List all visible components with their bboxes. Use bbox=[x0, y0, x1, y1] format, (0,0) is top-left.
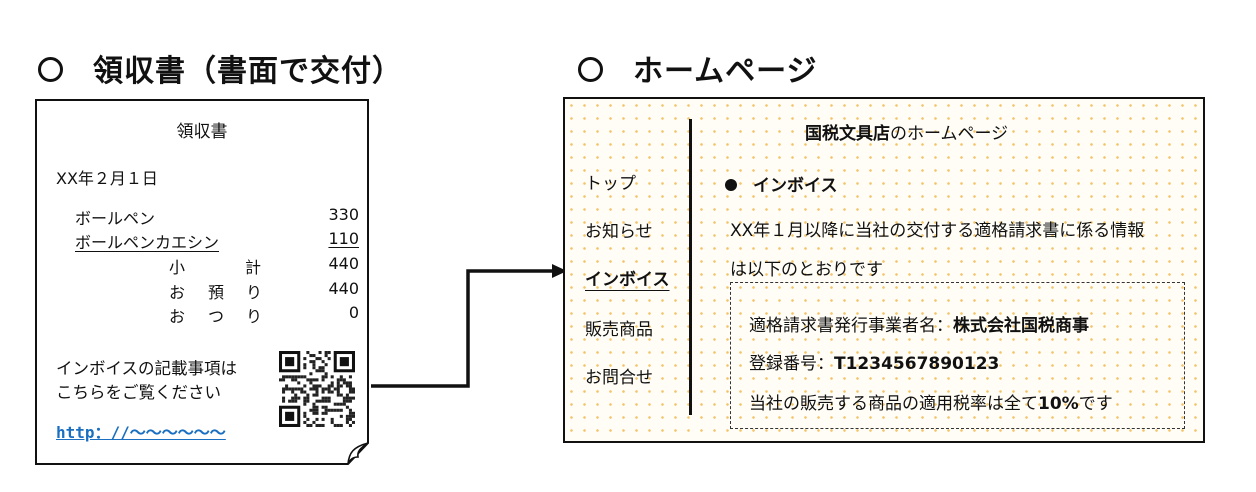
subtotal-char: 計 bbox=[245, 258, 262, 277]
receipt-paper: 領収書 XX年２月１日 ボールペン 330 ボールペンカエシン 110 小 計 … bbox=[35, 99, 369, 465]
change-char: つ bbox=[208, 307, 225, 326]
receipt-change-value: 0 bbox=[348, 303, 359, 322]
receipt-heading-text: 領収書（書面で交付） bbox=[93, 54, 403, 89]
qr-code-icon bbox=[279, 351, 355, 427]
nav-divider bbox=[689, 119, 692, 415]
shop-name: 国税文具店 bbox=[805, 124, 890, 144]
homepage-title: 国税文具店のホームページ bbox=[805, 119, 1008, 144]
receipt-item-value: 110 bbox=[328, 229, 359, 248]
tax-rate-prefix: 当社の販売する商品の適用税率は全て bbox=[749, 394, 1038, 414]
issuer-label: 適格請求書発行事業者名： bbox=[749, 316, 953, 336]
issuer-name: 株式会社国税商事 bbox=[953, 316, 1089, 336]
receipt-deposit-value: 440 bbox=[328, 279, 359, 298]
homepage-heading-text: ホームページ bbox=[633, 54, 818, 89]
nav-item-top[interactable]: トップ bbox=[585, 174, 636, 194]
body-line: XX年１月以降に当社の交付する適格請求書に係る情報 bbox=[730, 221, 1145, 241]
change-char: お bbox=[169, 307, 186, 326]
homepage-panel: 国税文具店のホームページ トップ お知らせ インボイス 販売商品 お問合せ イン… bbox=[563, 97, 1205, 443]
registration-label: 登録番号： bbox=[749, 354, 834, 374]
deposit-char: お bbox=[169, 283, 186, 302]
receipt-heading: 領収書（書面で交付） bbox=[38, 46, 403, 90]
homepage-title-rest: のホームページ bbox=[890, 124, 1009, 144]
receipt-title: 領収書 bbox=[176, 122, 228, 142]
section-heading: インボイス bbox=[725, 171, 838, 196]
tax-rate-row: 当社の販売する商品の適用税率は全て10%です bbox=[749, 389, 1113, 414]
receipt-item-name: ボールペン bbox=[75, 209, 156, 228]
registration-row: 登録番号：T1234567890123 bbox=[749, 349, 999, 374]
receipt-item-name: ボールペンカエシン bbox=[75, 233, 220, 252]
invoice-info-box: 適格請求書発行事業者名：株式会社国税商事 登録番号：T1234567890123… bbox=[730, 282, 1185, 429]
nav-item-contact[interactable]: お問合せ bbox=[585, 368, 653, 388]
receipt-subtotal-value: 440 bbox=[328, 254, 359, 273]
subtotal-char: 小 bbox=[169, 258, 186, 277]
body-line: は以下のとおりです bbox=[730, 260, 883, 280]
receipt-note-line: こちらをご覧ください bbox=[56, 383, 221, 402]
receipt-date: XX年２月１日 bbox=[56, 169, 158, 188]
circle-icon bbox=[38, 57, 63, 82]
section-heading-text: インボイス bbox=[753, 176, 838, 196]
issuer-row: 適格請求書発行事業者名：株式会社国税商事 bbox=[749, 311, 1089, 336]
circle-icon bbox=[578, 57, 603, 82]
nav-item-invoice[interactable]: インボイス bbox=[585, 270, 670, 290]
deposit-char: 預 bbox=[208, 283, 225, 302]
tax-rate-suffix: です bbox=[1078, 394, 1113, 414]
nav-item-news[interactable]: お知らせ bbox=[585, 222, 653, 242]
tax-rate-value: 10% bbox=[1038, 394, 1079, 414]
change-char: り bbox=[246, 307, 263, 326]
nav-item-products[interactable]: 販売商品 bbox=[585, 320, 653, 340]
receipt-link[interactable]: http：//～～～～～～ bbox=[56, 423, 226, 442]
receipt-item-value: 330 bbox=[328, 205, 359, 224]
registration-number: T1234567890123 bbox=[834, 354, 1000, 374]
deposit-char: り bbox=[246, 283, 263, 302]
bullet-icon bbox=[725, 179, 737, 191]
receipt-note-line: インボイスの記載事項は bbox=[56, 359, 238, 378]
homepage-heading: ホームページ bbox=[578, 46, 818, 90]
